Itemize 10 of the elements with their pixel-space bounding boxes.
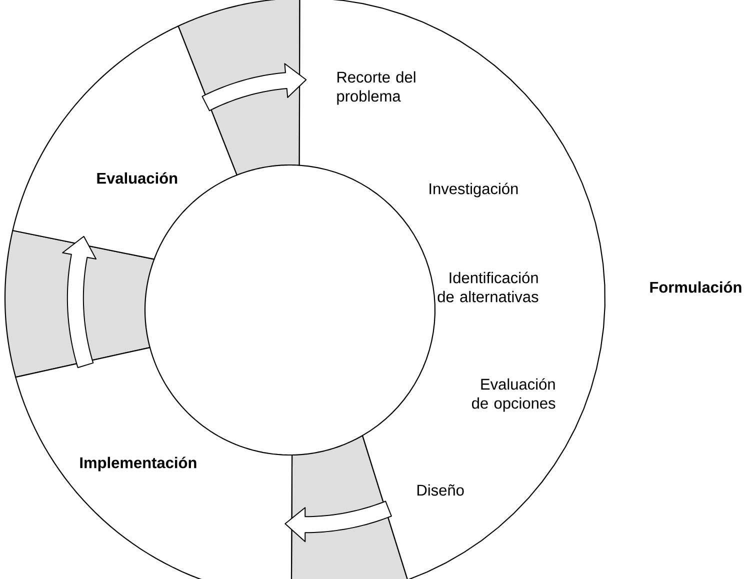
- step-label: Identificación de alternativas: [438, 272, 538, 302]
- step-label: Evaluación de opciones: [472, 378, 556, 412]
- step-label: Recorte del problema: [337, 71, 416, 105]
- curved-arrow: [62, 236, 96, 368]
- curved-arrow: [284, 500, 392, 542]
- stage-label: Evaluación: [97, 172, 178, 184]
- stage-label: Implementación: [80, 456, 196, 472]
- step-label: Diseño: [417, 484, 464, 496]
- step-label: Investigación: [430, 182, 518, 198]
- stage-label: Formulación: [650, 281, 742, 293]
